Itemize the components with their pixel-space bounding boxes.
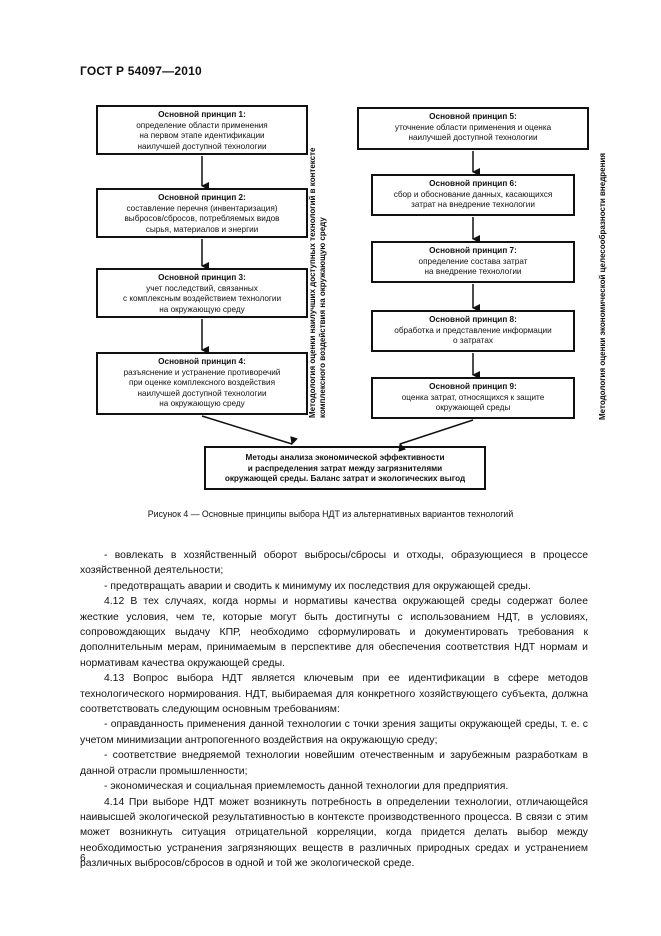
principle-line: определение состава затрат [418,256,528,266]
principle-line: окружающей среды [435,403,511,413]
principle-7-box: Основной принцип 7: определение состава … [371,241,575,283]
principle-6-box: Основной принцип 6: сбор и обоснование д… [371,174,575,216]
principle-title: Основной принцип 9: [429,382,517,391]
principle-line: обработка и представление информации [394,325,552,335]
methods-line: и распределения затрат между загрязнител… [247,463,443,473]
principle-line: наилучшей доступной технологии [137,141,267,151]
principle-title: Основной принцип 1: [158,110,246,119]
paragraph: - предотвращать аварии и сводить к миним… [104,580,531,592]
principle-line: уточнение области применения и оценка [394,122,552,132]
principle-line: оценка затрат, относящихся к защите [401,392,545,402]
economic-methods-box: Методы анализа экономической эффективнос… [204,446,486,490]
principle-title: Основной принцип 8: [429,315,517,324]
principle-line: на первом этапе идентификации [139,131,265,141]
principle-title: Основной принцип 5: [429,112,517,121]
principle-9-box: Основной принцип 9: оценка затрат, относ… [371,377,575,419]
principle-line: учет последствий, связанных [146,283,258,293]
principle-line: при оценке комплексного воздействия [128,378,276,388]
flow-diagram: Основной принцип 1: определение области … [96,105,607,490]
paragraph: - соответствие внедряемой технологии нов… [80,750,588,777]
principle-2-box: Основной принцип 2: составление перечня … [96,188,308,238]
principle-title: Основной принцип 2: [158,193,246,202]
principle-5-box: Основной принцип 5: уточнение области пр… [357,107,589,150]
principle-title: Основной принцип 3: [158,273,246,282]
paragraph: 4.12 В тех случаях, когда нормы и нормат… [80,596,588,669]
principle-line: наилучшей доступной технологии [137,388,267,398]
principle-line: на внедрение технологии [424,267,522,277]
paragraph: 4.13 Вопрос выбора НДТ является ключевым… [80,673,588,716]
principle-line: о затратах [453,336,493,346]
principle-line: затрат на внедрение технологии [411,200,535,210]
figure-caption: Рисунок 4 — Основные принципы выбора НДТ… [147,509,514,519]
principle-line: наилучшей доступной технологии [408,133,538,143]
principle-line: с комплексным воздействием технологии [122,294,282,304]
flow-arrows [201,151,480,452]
principle-line: определение области применения [136,120,268,130]
principle-line: на окружающую среду [159,399,245,409]
principle-title: Основной принцип 7: [429,246,517,255]
methods-line: Методы анализа экономической эффективнос… [245,453,445,462]
principle-1-box: Основной принцип 1: определение области … [96,105,308,155]
page-number: 6 [80,853,86,864]
arrow-down [201,415,298,445]
paragraph: - оправданность применения данной технол… [80,719,588,746]
principle-line: составление перечня (инвентаризация) [126,203,278,213]
paragraph: 4.14 При выборе НДТ может возникнуть пот… [80,796,588,870]
paragraph: - экономическая и социальная приемлемост… [104,781,509,793]
arrow-down [398,419,474,452]
methods-line: окружающей среды. Баланс затрат и эколог… [224,474,466,484]
principle-title: Основной принцип 6: [429,179,517,188]
document-header: ГОСТ Р 54097—2010 [80,64,202,78]
principle-line: разъяснение и устранение противоречий [123,367,281,377]
principle-line: сбор и обоснование данных, касающихся [393,189,553,199]
body-text: - вовлекать в хозяйственный оборот выбро… [80,548,588,872]
principle-line: выбросов/сбросов, потребляемых видов [124,214,280,224]
paragraph: - вовлекать в хозяйственный оборот выбро… [80,550,588,577]
principle-8-box: Основной принцип 8: обработка и представ… [371,310,575,352]
principle-title: Основной принцип 4: [158,357,246,366]
principle-line: на окружающую среду [159,304,245,314]
principle-line: сырья, материалов и энергии [145,224,259,234]
